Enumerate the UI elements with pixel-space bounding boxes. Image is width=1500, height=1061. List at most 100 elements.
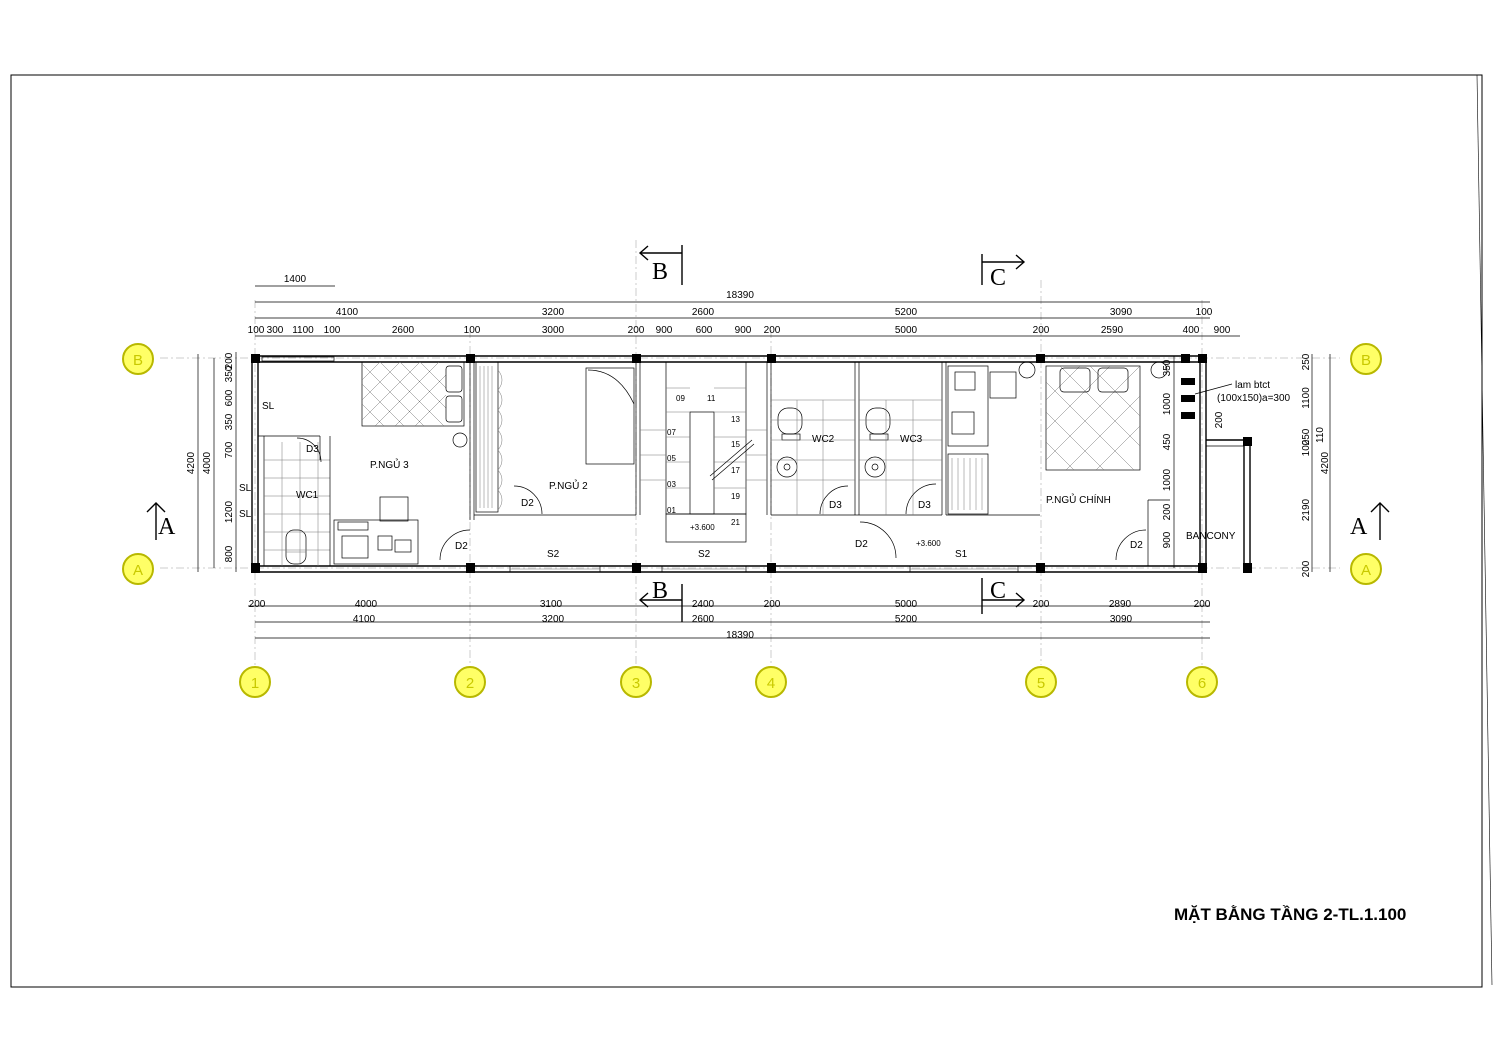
section-label-a-right: A [1350,514,1368,540]
section-label-b-top: B [652,259,668,285]
dim-bottom-d3: 2400 [692,599,715,610]
dim-right-inner-0: 350 [1162,359,1173,376]
dims-right: 4200 250 1100 250 100 110 2190 200 350 1… [1162,353,1331,577]
axis-bubble-3 [620,666,652,698]
sl-label-2: SL [239,483,252,494]
dim-bottom-d2: 3100 [540,599,563,610]
dim-bottom-d7: 2890 [1109,599,1132,610]
axis-bubble-a-right [1350,553,1382,585]
dim-top-bay-6: 100 [1196,307,1213,318]
door-labels: D3 D2 D2 D3 D3 D2 D2 [306,444,1143,552]
axis-grid-lines [160,240,1340,665]
room-label-bed3: P.NGỦ 3 [370,458,409,471]
axis-label-1: 1 [251,675,259,692]
stair-step-01: 01 [667,506,676,515]
dim-bottom-total: 18390 [726,630,754,641]
room-label-wc2: WC2 [812,434,835,445]
axis-bubble-4 [755,666,787,698]
room-label-master: P.NGỦ CHÍNH [1046,493,1111,506]
axis-bubble-a-left [122,553,154,585]
stair-step-13: 13 [731,415,740,424]
dim-right-inner-3: 450 [1162,433,1173,450]
dim-top-d4: 2600 [392,325,415,336]
dim-right-inner-5: 200 [1162,503,1173,520]
dim-bottom-bay-3: 2600 [692,614,715,625]
dim-top-bay-4: 5200 [895,307,918,318]
dim-top-bay-2: 3200 [542,307,565,318]
dim-left-d4: 700 [224,441,235,458]
dim-right-inner-4: 1000 [1162,468,1173,491]
section-markers [146,245,1390,622]
room-label-balcony: BANCONY [1186,531,1236,542]
wc1-tiles [264,436,331,566]
dim-top-d0: 100 [248,325,265,336]
sheet-border [10,74,1483,988]
dim-top-d2: 1100 [292,325,314,336]
sl-label-1: SL [262,401,275,412]
stair-step-11: 11 [707,394,716,403]
axis-label-a-right: A [1361,562,1371,579]
axis-label-6: 6 [1198,675,1206,692]
dim-bottom-bay-5: 3090 [1110,614,1133,625]
note-line-1: lam btct [1235,380,1270,391]
stair-step-03: 03 [667,480,676,489]
level-label-stair: +3.600 [690,523,715,532]
axis-label-3: 3 [632,675,640,692]
sl-label-3: SL [239,509,252,520]
dim-left-d6: 800 [224,545,235,562]
bottom-windows [509,565,1019,573]
sheet-border-right-edge [1476,74,1493,986]
dim-top-d14: 2590 [1101,325,1124,336]
dim-left-inner: 4000 [202,451,213,474]
window-label-s1: S1 [955,549,968,560]
dims-left: 4200 4000 200 350 600 350 700 1200 800 [186,352,235,562]
dim-bottom-bay-1: 4100 [353,614,376,625]
drawing-title: MẶT BẰNG TẦNG 2-TL.1.100 [1174,905,1406,924]
axis-bubble-1 [239,666,271,698]
dimension-lines [197,285,1331,639]
bed3-pattern [361,361,447,427]
stair-step-07: 07 [667,428,676,437]
dims-bottom: 200 4000 3100 2400 200 5000 200 2890 200… [249,599,1211,641]
dim-left-d1: 350 [224,365,235,382]
dim-top-1400: 1400 [284,274,307,285]
structural-columns [251,354,1252,573]
axis-bubble-b-right [1350,343,1382,375]
window-label-s2-b: S2 [698,549,711,560]
dim-top-d7: 200 [628,325,645,336]
dim-left-outer: 4200 [186,451,197,474]
door-label-d3-wc1: D3 [306,444,319,455]
dim-right-d1: 1100 [1301,387,1312,409]
dim-right-d4: 110 [1315,427,1326,443]
axis-label-4: 4 [767,675,775,692]
room-label-wc3: WC3 [900,434,923,445]
dim-bottom-d0: 200 [249,599,266,610]
dim-right-d3: 100 [1301,439,1312,456]
dim-top-d11: 200 [764,325,781,336]
axis-bubble-5 [1025,666,1057,698]
furniture [285,361,1168,565]
axis-label-a-left: A [133,562,143,579]
section-label-b-bottom: B [652,578,668,604]
stair-step-17: 17 [731,466,740,475]
door-label-d2-master: D2 [1130,540,1143,551]
door-label-d3-wc3: D3 [918,500,931,511]
dim-top-d13: 200 [1033,325,1050,336]
dim-right-d2: 250 [1301,428,1312,445]
dim-top-total: 18390 [726,290,754,301]
dim-top-d12: 5000 [895,325,918,336]
axis-label-2: 2 [466,675,474,692]
dim-right-d0: 250 [1301,353,1312,370]
dim-right-d5: 2190 [1301,498,1312,521]
wardrobe-lines [479,366,493,508]
dim-right-d6: 200 [1301,560,1312,577]
door-label-d2-hall: D2 [855,539,868,550]
axis-bubble-2 [454,666,486,698]
dim-bottom-d8: 200 [1194,599,1211,610]
dim-top-d9: 600 [696,325,713,336]
door-label-d2-bed3: D2 [455,541,468,552]
dim-top-bay-1: 4100 [336,307,359,318]
dim-top-bay-3: 2600 [692,307,715,318]
top-window-strip [261,356,335,362]
